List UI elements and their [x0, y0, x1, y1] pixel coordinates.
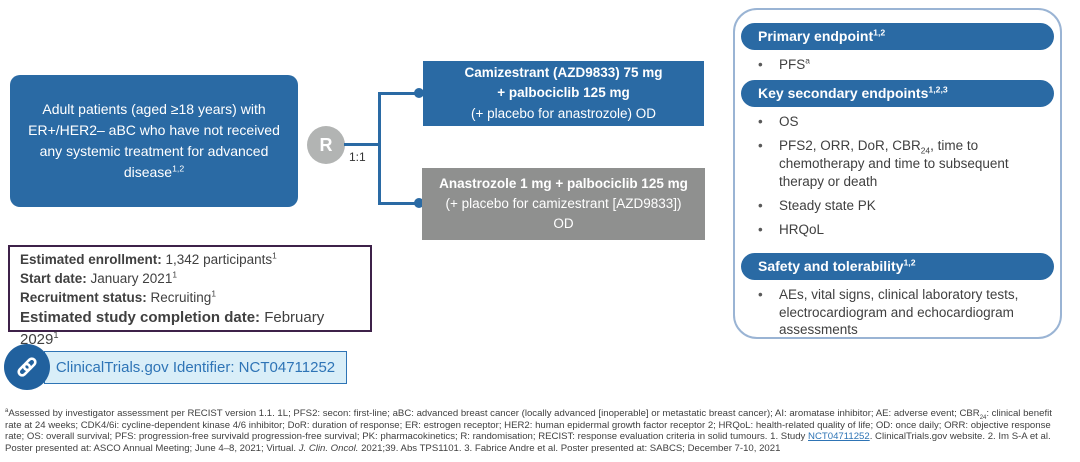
bullet-pfs-sup: a	[805, 55, 810, 66]
patient-population-main-text: Adult patients (aged ≥18 years) with ER+…	[28, 101, 280, 180]
safety-tolerability-refs: 1,2	[903, 257, 916, 268]
key-secondary-endpoints-list: OS PFS2, ORR, DoR, CBR24, time to chemot…	[735, 113, 1060, 239]
connector-dot-bottom	[414, 198, 424, 208]
footnote-part2: : clinical benefit rate at 24 weeks; CDK…	[5, 408, 1052, 443]
footnote-part4: 2021;39. Abs TPS1101. 3. Fabrice Andre e…	[358, 442, 781, 454]
study-info-box: Estimated enrollment: 1,342 participants…	[8, 245, 372, 348]
primary-endpoint-refs: 1,2	[873, 27, 886, 38]
recruitment-status-value: Recruiting	[146, 290, 212, 305]
bullet-pfs-text: PFS	[779, 57, 806, 72]
safety-tolerability-list: AEs, vital signs, clinical laboratory te…	[735, 286, 1060, 337]
recruitment-status-ref: 1	[211, 288, 216, 299]
completion-date-ref: 1	[53, 330, 59, 340]
randomization-label: R	[319, 134, 333, 155]
study-info-row: Start date: January 20211	[20, 269, 360, 288]
arm-anastrozole-box: Anastrozole 1 mg + palbociclib 125 mg (+…	[422, 168, 705, 240]
footnote-cbr-sub: 24	[979, 414, 987, 421]
start-date-value: January 2021	[86, 271, 173, 286]
enrollment-label: Estimated enrollment:	[20, 252, 162, 267]
arm-anastrozole-bold: Anastrozole 1 mg + palbociclib 125 mg	[439, 175, 688, 191]
bullet-hrqol: HRQoL	[735, 221, 1048, 239]
footnote-journal-italic: J. Clin. Oncol.	[298, 442, 359, 454]
recruitment-status-label: Recruitment status:	[20, 290, 147, 305]
footnote-nct-link[interactable]: NCT04711252	[808, 431, 870, 443]
key-secondary-endpoints-title: Key secondary endpoints	[758, 85, 929, 101]
primary-endpoint-header: Primary endpoint1,2	[741, 23, 1054, 50]
enrollment-ref: 1	[272, 250, 277, 261]
primary-endpoint-title: Primary endpoint	[758, 28, 874, 44]
arm-camizestrant-line1: Camizestrant (AZD9833) 75 mg	[464, 65, 663, 81]
bullet-pfs2-orr-dor-cbr: PFS2, ORR, DoR, CBR24, time to chemother…	[735, 137, 1048, 191]
patient-population-text: Adult patients (aged ≥18 years) with ER+…	[22, 99, 286, 183]
primary-endpoint-list: PFSa	[735, 56, 1060, 74]
registry-identifier-box[interactable]: ClinicalTrials.gov Identifier: NCT047112…	[44, 351, 347, 384]
bullet-safety-assessments: AEs, vital signs, clinical laboratory te…	[735, 286, 1048, 337]
patient-population-refs: 1,2	[172, 163, 185, 174]
patient-population-box: Adult patients (aged ≥18 years) with ER+…	[10, 75, 298, 207]
completion-date-value: February 2029	[20, 309, 325, 348]
randomization-circle: R	[307, 126, 345, 164]
study-info-row: Estimated enrollment: 1,342 participants…	[20, 250, 360, 269]
arm-camizestrant-line3: (+ placebo for anastrozole) OD	[471, 105, 656, 121]
bullet-cbr-sub: 24	[920, 145, 931, 156]
study-info-row: Recruitment status: Recruiting1	[20, 288, 360, 307]
start-date-label: Start date:	[20, 271, 87, 286]
connector-line-vertical	[378, 92, 381, 205]
arm-camizestrant-box: Camizestrant (AZD9833) 75 mg + palbocicl…	[423, 61, 704, 126]
footnote-part1: Assessed by investigator assessment per …	[8, 408, 980, 419]
safety-tolerability-header: Safety and tolerability1,2	[741, 253, 1054, 280]
enrollment-value: 1,342 participants	[161, 252, 273, 267]
start-date-ref: 1	[172, 269, 177, 280]
link-icon-circle	[4, 344, 50, 390]
study-info-row: Estimated study completion date: Februar…	[20, 307, 360, 351]
bullet-cbr-post: , time to chemotherapy and time to subse…	[779, 138, 1009, 189]
arm-camizestrant-line2: + palbociclib 125 mg	[497, 85, 630, 101]
key-secondary-endpoints-refs: 1,2,3	[928, 84, 948, 95]
connector-line-bottom	[378, 202, 418, 205]
bullet-cbr-pre: PFS2, ORR, DoR, CBR	[779, 138, 921, 153]
link-icon	[14, 354, 40, 380]
key-secondary-endpoints-header: Key secondary endpoints1,2,3	[741, 80, 1054, 107]
connector-dot-top	[414, 88, 424, 98]
bullet-os: OS	[735, 113, 1048, 131]
arm-anastrozole-rest: (+ placebo for camizestrant [AZD9833]) O…	[445, 195, 682, 232]
footnote: aAssessed by investigator assessment per…	[5, 408, 1070, 454]
safety-tolerability-title: Safety and tolerability	[758, 258, 904, 274]
bullet-steady-state-pk: Steady state PK	[735, 197, 1048, 215]
footnote-part3: . ClinicalTrials.gov website. 2. Im S-A …	[5, 431, 1051, 454]
connector-line-top	[378, 92, 418, 95]
endpoints-panel: Primary endpoint1,2 PFSa Key secondary e…	[733, 8, 1062, 339]
randomization-ratio: 1:1	[349, 150, 366, 164]
footnote-marker: a	[5, 407, 9, 414]
bullet-pfs: PFSa	[735, 56, 1048, 74]
connector-line-mid	[344, 143, 380, 146]
arm-anastrozole-text: Anastrozole 1 mg + palbociclib 125 mg (+…	[436, 174, 691, 235]
completion-date-label: Estimated study completion date:	[20, 309, 261, 326]
